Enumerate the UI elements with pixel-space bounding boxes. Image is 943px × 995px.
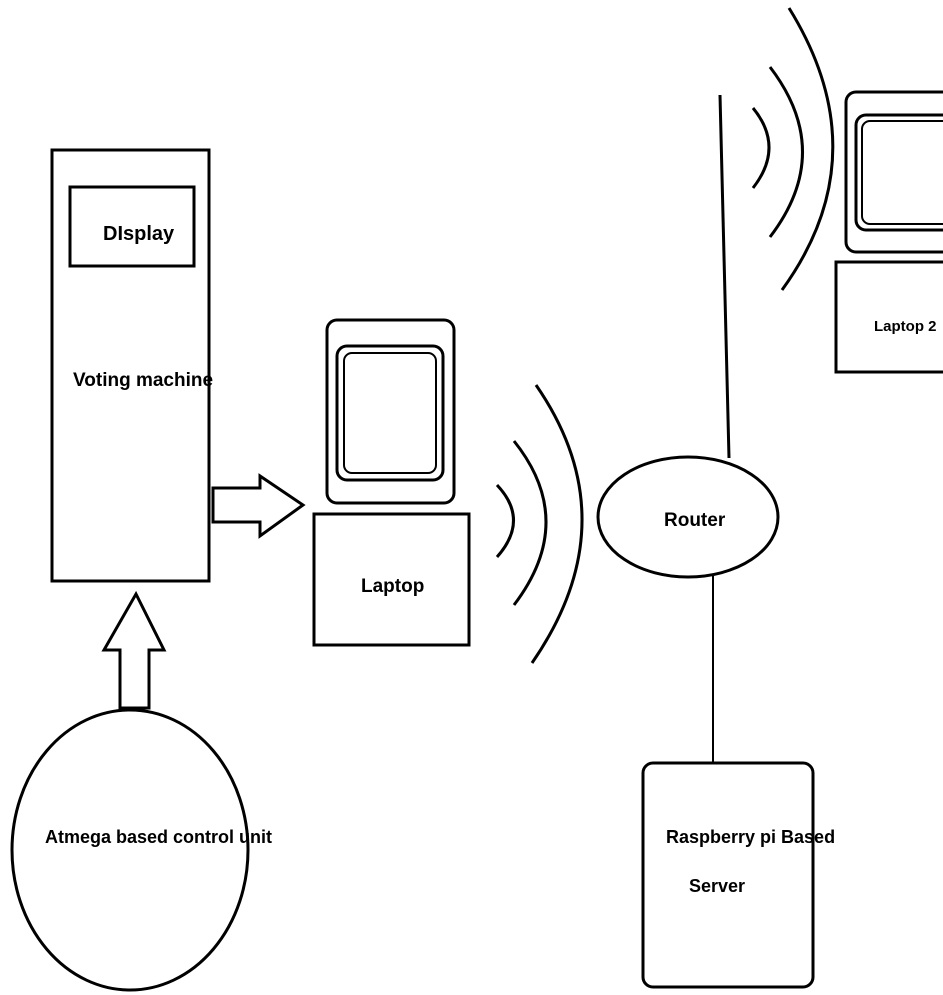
laptop2-monitor-screen-inner bbox=[861, 120, 943, 225]
server-node: Raspberry pi Based Server bbox=[641, 761, 835, 989]
laptop-label: Laptop bbox=[361, 576, 424, 597]
laptop-monitor-screen-inner bbox=[343, 352, 437, 474]
server-box bbox=[641, 761, 815, 989]
laptop-wave-small bbox=[495, 483, 515, 558]
laptop-wave-large bbox=[530, 384, 584, 664]
laptop-wifi-waves bbox=[495, 384, 584, 664]
control-unit-circle bbox=[10, 708, 250, 992]
router-wave-large bbox=[780, 7, 835, 291]
laptop2-label: Laptop 2 bbox=[874, 318, 937, 335]
laptop2-base bbox=[834, 260, 943, 374]
arrow-voting-to-laptop bbox=[211, 473, 306, 539]
router-label: Router bbox=[664, 510, 726, 531]
router-wave-small bbox=[751, 107, 771, 189]
voting-machine-label: Voting machine bbox=[73, 370, 213, 391]
router-wifi-waves bbox=[751, 7, 835, 291]
server-label-line2: Server bbox=[689, 876, 745, 896]
server-label-line1: Raspberry pi Based bbox=[666, 827, 835, 847]
arrow-control-to-voting bbox=[101, 590, 167, 710]
laptop-wave-medium bbox=[512, 440, 548, 606]
router-node: Router bbox=[596, 94, 780, 765]
laptop2-node: Laptop 2 bbox=[834, 90, 943, 374]
router-wave-medium bbox=[768, 66, 804, 238]
router-antenna bbox=[718, 94, 731, 459]
router-ellipse bbox=[596, 455, 780, 579]
voting-machine-node: DIsplay Voting machine bbox=[50, 148, 213, 583]
display-label: DIsplay bbox=[103, 223, 175, 245]
display-box bbox=[68, 185, 196, 268]
control-unit-node: Atmega based control unit bbox=[10, 708, 272, 992]
control-unit-label: Atmega based control unit bbox=[45, 827, 272, 847]
laptop-node: Laptop bbox=[312, 318, 471, 647]
laptop-base bbox=[312, 512, 471, 647]
